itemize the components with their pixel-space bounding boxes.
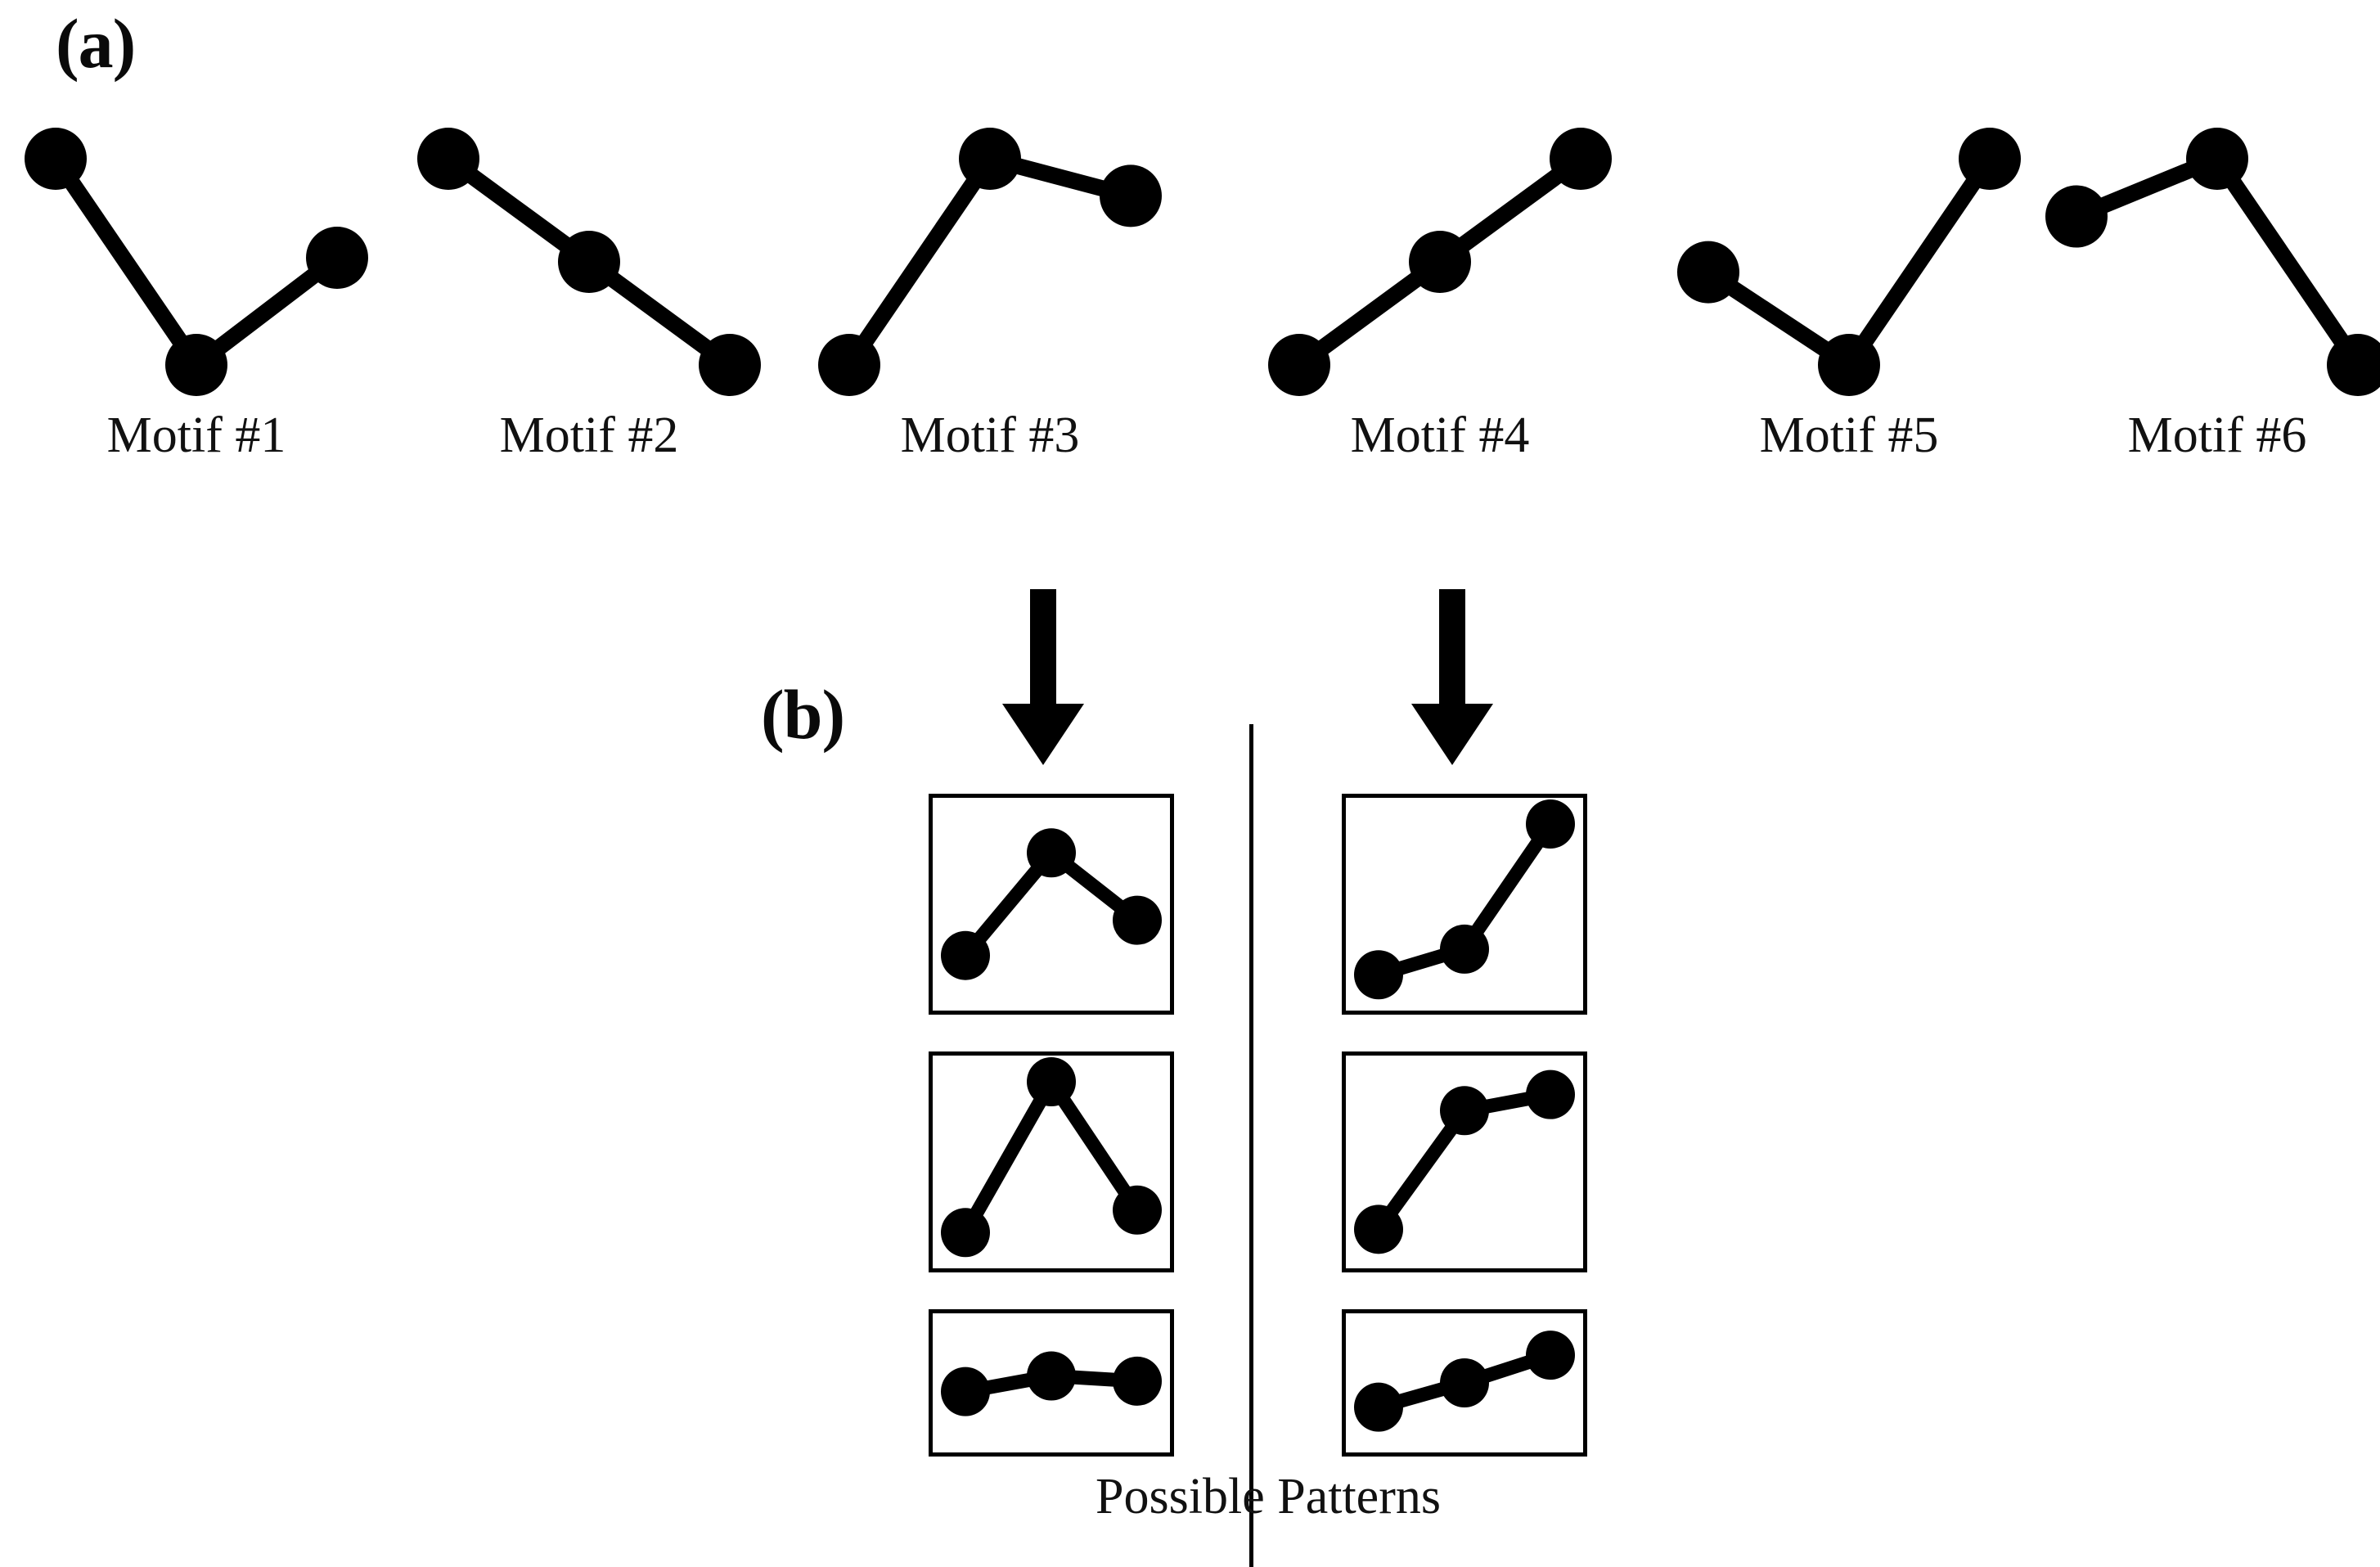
pattern-box-pattern-4-1 <box>1342 794 1587 1015</box>
motif-6: Motif #6 <box>2037 123 2380 499</box>
motif-glyph-4 <box>1268 128 1612 396</box>
pattern-box-pattern-3-1 <box>929 794 1174 1015</box>
motif-glyph-3 <box>818 128 1162 396</box>
pattern-box-pattern-4-2 <box>1342 1051 1587 1272</box>
motif-3: Motif #3 <box>810 123 1170 499</box>
pattern-glyph-pattern-4-1 <box>1354 799 1575 1000</box>
pattern-box-pattern-4-3 <box>1342 1309 1587 1457</box>
possible-patterns-caption: Possible Patterns <box>1096 1469 1441 1524</box>
pattern-column-motif4 <box>1342 794 1587 1493</box>
down-arrow-icon-motif3 <box>1002 589 1084 765</box>
pattern-box-pattern-3-2 <box>929 1051 1174 1272</box>
motif-2: Motif #2 <box>409 123 769 499</box>
column-divider <box>1249 724 1253 1567</box>
down-arrow-icon-motif4 <box>1411 589 1493 765</box>
motif-glyph-5 <box>1677 128 2021 396</box>
motif-caption-4: Motif #4 <box>1350 408 1530 463</box>
pattern-glyph-pattern-3-1 <box>941 828 1162 980</box>
motif-caption-3: Motif #3 <box>900 408 1080 463</box>
motif-caption-2: Motif #2 <box>499 408 679 463</box>
section-a-label: (a) <box>56 4 136 83</box>
motif-glyph-1 <box>25 128 368 396</box>
motif-row: Motif #1 Motif #2 Motif #3 Motif #4 Motif #5… <box>0 123 2380 499</box>
pattern-glyph-pattern-3-2 <box>941 1057 1162 1258</box>
motif-5: Motif #5 <box>1669 123 2029 499</box>
motif-glyph-6 <box>2045 128 2380 396</box>
section-b-label: (b) <box>761 675 845 754</box>
pattern-glyph-pattern-4-3 <box>1354 1331 1575 1432</box>
pattern-box-pattern-3-3 <box>929 1309 1174 1457</box>
motif-1: Motif #1 <box>16 123 376 499</box>
motif-caption-1: Motif #1 <box>106 408 286 463</box>
possible-patterns-section: Possible Patterns <box>0 573 2380 1567</box>
pattern-glyph-pattern-3-3 <box>941 1351 1162 1416</box>
motif-caption-5: Motif #5 <box>1759 408 1939 463</box>
motif-glyph-2 <box>417 128 761 396</box>
motif-4: Motif #4 <box>1260 123 1620 499</box>
pattern-column-motif3 <box>929 794 1174 1493</box>
pattern-glyph-pattern-4-2 <box>1354 1069 1575 1254</box>
motif-caption-6: Motif #6 <box>2127 408 2307 463</box>
